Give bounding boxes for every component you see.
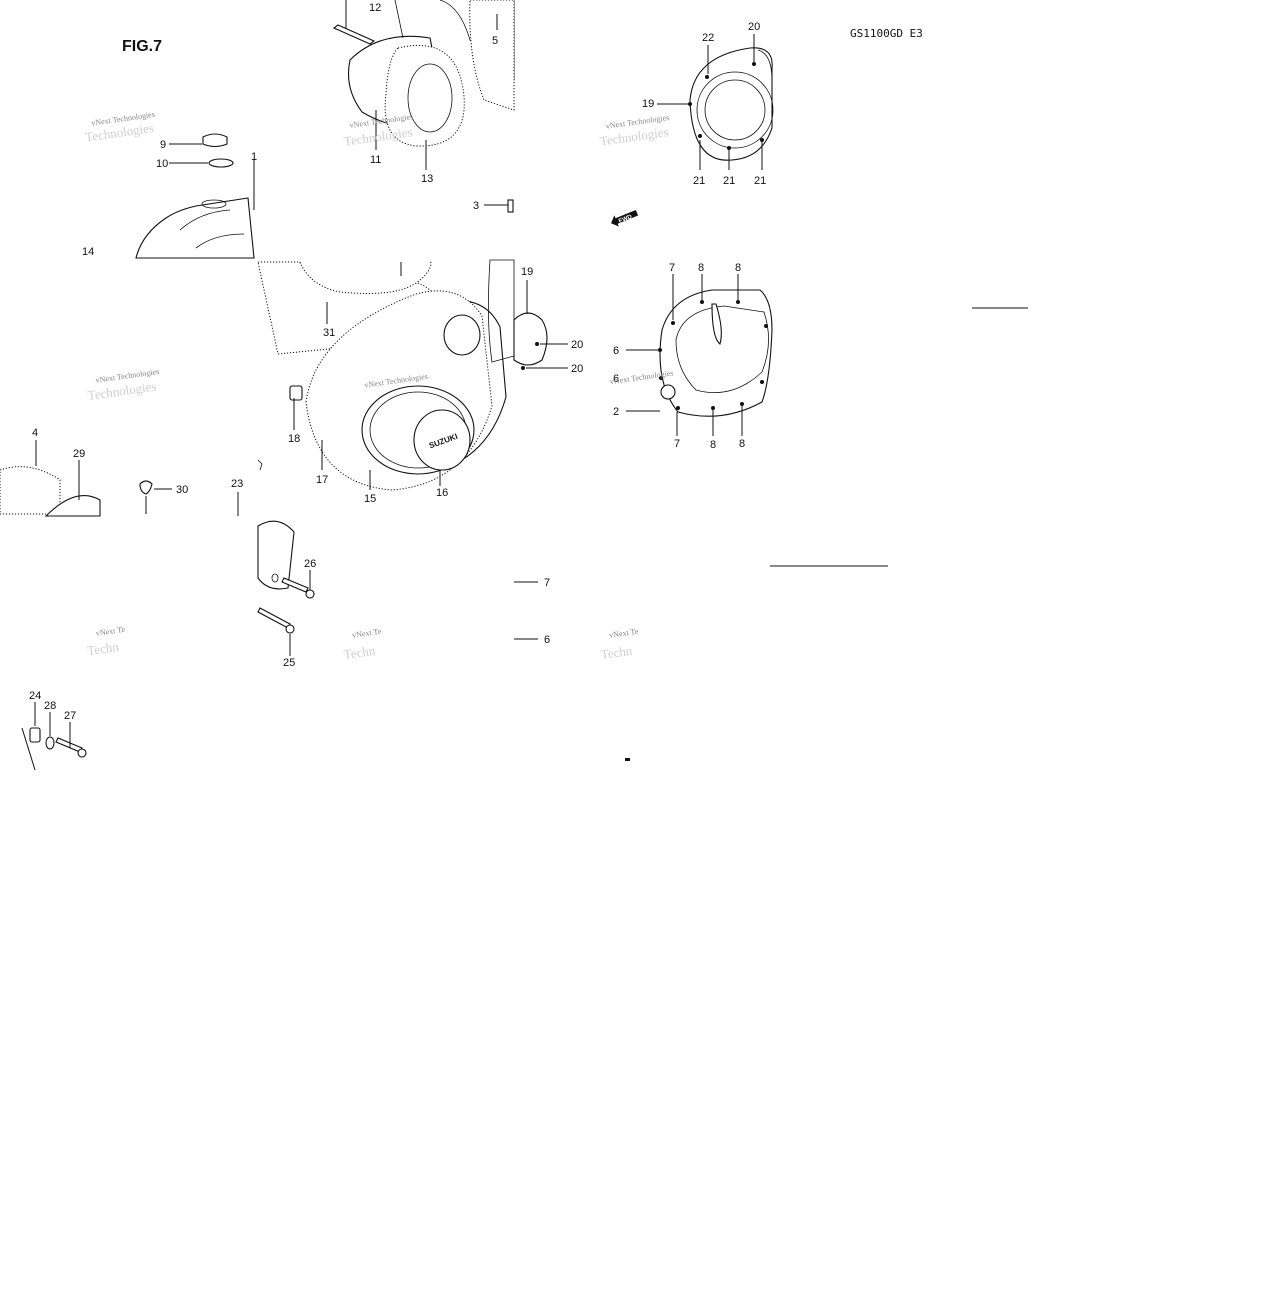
tile-oil-filler [135,133,255,259]
callout-10: 10 [156,158,168,170]
callout-1: 1 [251,151,257,163]
callout-6c: 6 [544,634,550,646]
callout-24: 24 [29,690,41,702]
callout-21a: 21 [693,175,705,187]
callout-8c: 8 [710,439,716,451]
tile-starter-cover [332,0,515,213]
plug-cover-part [513,312,548,366]
callout-27: 27 [64,710,76,722]
callout-6a: 6 [613,345,619,357]
oil-seal-part [660,384,676,400]
tile-clutch-cover [626,274,1028,436]
watermark-7b: Techn [86,639,120,658]
tile-generator-cover: FWD [611,34,774,227]
callout-8a: 8 [698,262,704,274]
callout-12: 12 [369,2,381,14]
callout-7b: 7 [674,438,680,450]
collar-24-part [29,727,41,743]
callout-17: 17 [316,474,328,486]
callout-22: 22 [702,32,714,44]
callout-5: 5 [492,35,498,47]
callout-labels: 1 2 3 4 5 6 6 6 7 7 7 8 8 8 8 9 10 11 12… [29,2,766,722]
watermark-9: vNext Te [609,627,640,640]
tile-magneto-cover: SUZUKI [257,259,568,491]
callout-4: 4 [32,427,38,439]
callout-8d: 8 [739,438,745,450]
callout-18: 18 [288,433,300,445]
callout-21b: 21 [723,175,735,187]
bolt-26-part [281,577,309,593]
fwd-arrow-icon: FWD [611,209,639,227]
callout-19b: 19 [521,266,533,278]
bolt-25-part [257,607,291,629]
tile-bolts-bottom [21,702,630,771]
oil-filler-cap-part [202,133,228,148]
callout-23: 23 [231,478,243,490]
suzuki-hub-part [413,409,471,471]
callout-31: 31 [323,327,335,339]
fwd-label: FWD [618,214,634,225]
tile-small-cover [237,459,888,656]
callout-25: 25 [283,657,295,669]
clutch-cover-part [659,289,773,417]
watermark-8b: Techn [343,643,377,662]
watermark-9b: Techn [600,643,634,662]
watermark-7: vNext Te [95,625,126,638]
callout-14: 14 [82,246,94,258]
model-code: GS1100GD E3 [850,27,923,40]
o-ring-part [208,158,234,168]
watermark-8: vNext Te [352,627,383,640]
callout-20b: 20 [571,339,583,351]
callout-3: 3 [473,200,479,212]
callout-15: 15 [364,493,376,505]
bolt-12-part [332,24,376,45]
clutch-release-part [711,303,722,345]
tile-crankcase-left [0,440,172,517]
callout-30: 30 [176,484,188,496]
dowel-pin-part [289,385,303,401]
callout-21c: 21 [754,175,766,187]
callout-19a: 19 [642,98,654,110]
clutch-housing-fragment [135,197,255,259]
callout-20a: 20 [748,21,760,33]
callout-26: 26 [304,558,316,570]
callout-7c: 7 [544,577,550,589]
starter-boss-part [443,314,481,356]
washer-28-part [45,736,55,750]
callout-28: 28 [44,700,56,712]
callout-20c: 20 [571,363,583,375]
callout-7a: 7 [669,262,675,274]
callout-16: 16 [436,487,448,499]
bolt-30-part [139,480,153,495]
callout-9: 9 [160,139,166,151]
figure-title: FIG.7 [122,38,162,55]
callout-29: 29 [73,448,85,460]
generator-cover-part [689,47,773,161]
callout-8b: 8 [735,262,741,274]
watermarks: vNext Technologies Technologies vNext Te… [84,110,674,662]
callout-13: 13 [421,173,433,185]
bolt-3-part [507,199,514,213]
callout-11: 11 [370,154,381,166]
callout-6b: 6 [613,373,619,385]
small-cover-part [257,520,295,590]
bolt-27-part [55,737,83,753]
callout-2: 2 [613,406,619,418]
